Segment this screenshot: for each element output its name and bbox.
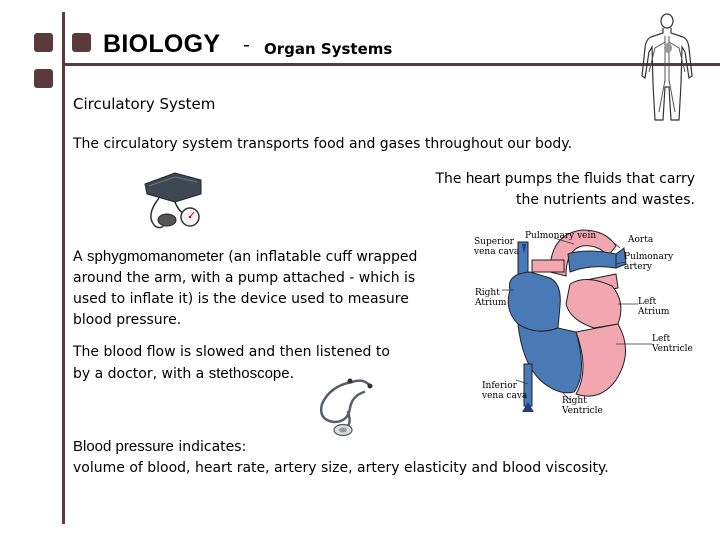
heart-diagram-icon <box>502 229 652 412</box>
label-ventricle-l: Ventricle <box>652 344 693 354</box>
blood-flow-paragraph: The blood flow is slowed and then listen… <box>73 342 403 385</box>
square-bullet-icon <box>34 33 53 52</box>
square-bullet-icon <box>34 69 53 88</box>
label-pulmonary: Pulmonary <box>624 252 674 262</box>
label-left-v: Left <box>652 334 671 344</box>
bp-text-line2: volume of blood, heart rate, artery size… <box>73 460 609 476</box>
sphyg-text-pre: A <box>73 249 88 265</box>
label-vena-cava-bottom: vena cava <box>482 391 528 401</box>
page-title: BIOLOGY <box>103 30 221 58</box>
label-superior: Superior <box>474 237 514 247</box>
label-vena-cava-top: vena cava <box>474 247 520 257</box>
label-atrium-r: Atrium <box>475 298 507 308</box>
heart-text-pre: The <box>435 171 466 187</box>
title-separator: - <box>243 34 250 56</box>
label-inferior: Inferior <box>482 381 517 391</box>
flow-text-post: . <box>289 366 295 382</box>
section-heading: Circulatory System <box>73 95 216 113</box>
body-circulation-icon <box>641 13 693 121</box>
bp-text-mid: indicates: <box>173 439 247 455</box>
label-right-v: Right <box>562 396 587 406</box>
heart-term: heart <box>465 170 501 187</box>
sphygmomanometer-icon <box>144 172 202 229</box>
stethoscope-term: stethoscope <box>208 365 290 382</box>
label-left-a: Left <box>638 297 657 307</box>
sphyg-text-post: (an inflatable cuff wrapped around the a… <box>73 249 418 328</box>
intro-text: The circulatory system transports food a… <box>73 136 573 152</box>
blood-pressure-term: Blood pressure <box>73 438 174 455</box>
heart-paragraph: The heart pumps the fluids that carry th… <box>430 168 695 211</box>
sphygmomanometer-term: sphygmomanometer <box>87 248 224 265</box>
sphygmomanometer-paragraph: A sphygmomanometer (an inflatable cuff w… <box>73 246 423 331</box>
label-atrium-l: Atrium <box>638 307 670 317</box>
square-bullet-icon <box>72 33 91 52</box>
label-artery: artery <box>624 262 652 272</box>
flow-text-pre: The blood flow is slowed and then listen… <box>73 344 390 382</box>
heart-text-post: pumps the fluids that carry the nutrient… <box>500 171 695 208</box>
label-pulmonary-vein: Pulmonary vein <box>525 231 597 241</box>
label-right-a: Right <box>475 288 500 298</box>
stethoscope-icon <box>320 378 373 437</box>
vertical-rule <box>62 12 65 524</box>
label-ventricle-r: Ventricle <box>562 406 603 416</box>
blood-pressure-paragraph: Blood pressure indicates: volume of blood… <box>73 436 673 479</box>
label-aorta: Aorta <box>628 235 654 245</box>
horizontal-rule <box>62 63 720 66</box>
page-subtitle: Organ Systems <box>264 40 393 58</box>
